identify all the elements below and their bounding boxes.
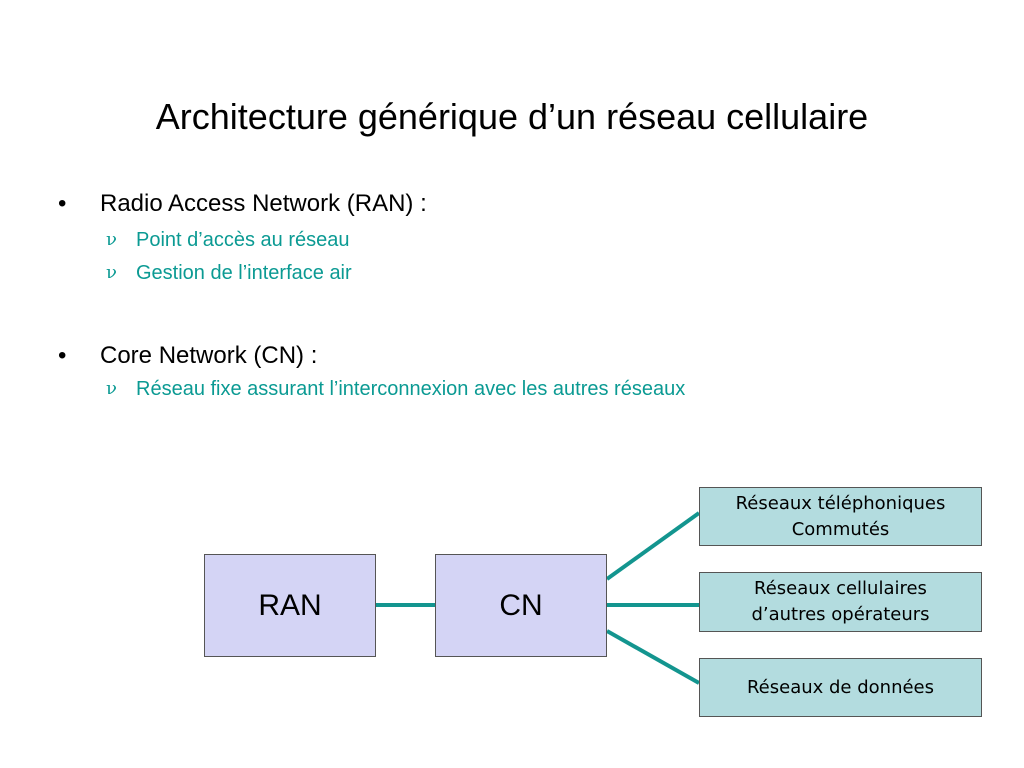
- bullet-label: Core Network (CN) :: [100, 342, 318, 369]
- cellular-node-line: Réseaux cellulaires: [754, 578, 927, 599]
- sub-bullet: ν Réseau fixe assurant l’interconnexion …: [106, 378, 686, 401]
- cn-node-label: CN: [499, 588, 543, 622]
- sub-bullet: ν Gestion de l’interface air: [106, 262, 352, 285]
- sub-bullet-label: Point d’accès au réseau: [136, 229, 350, 251]
- sub-bullet-marker: ν: [106, 378, 117, 399]
- sub-bullet-label: Réseau fixe assurant l’interconnexion av…: [136, 378, 686, 400]
- bullet-cn: • Core Network (CN) :: [58, 342, 318, 370]
- data-node-line: Réseaux de données: [746, 676, 935, 698]
- cellular-node-line: d’autres opérateurs: [751, 604, 930, 625]
- pstn-node: Réseaux téléphoniques Commutés: [699, 487, 982, 546]
- cn-node: CN: [435, 554, 607, 657]
- pstn-node-line: Commutés: [791, 518, 890, 540]
- bullet-label: Radio Access Network (RAN) :: [100, 190, 427, 217]
- sub-bullet-label: Gestion de l’interface air: [136, 262, 352, 284]
- sub-bullet-marker: ν: [106, 229, 117, 250]
- cellular-node: Réseaux cellulaires d’autres opérateurs: [699, 572, 982, 632]
- ran-node-label: RAN: [258, 588, 322, 622]
- ran-node: RAN: [204, 554, 376, 657]
- bullet-marker: •: [58, 342, 67, 369]
- link-cn-pstn: [605, 511, 701, 581]
- data-node: Réseaux de données: [699, 658, 982, 717]
- sub-bullet: ν Point d’accès au réseau: [106, 229, 350, 252]
- link-cn-data: [606, 629, 700, 685]
- bullet-marker: •: [58, 190, 67, 217]
- sub-bullet-marker: ν: [106, 262, 117, 283]
- bullet-ran: • Radio Access Network (RAN) :: [58, 190, 427, 218]
- pstn-node-line: Réseaux téléphoniques: [735, 492, 946, 514]
- slide-title: Architecture générique d’un réseau cellu…: [155, 96, 869, 137]
